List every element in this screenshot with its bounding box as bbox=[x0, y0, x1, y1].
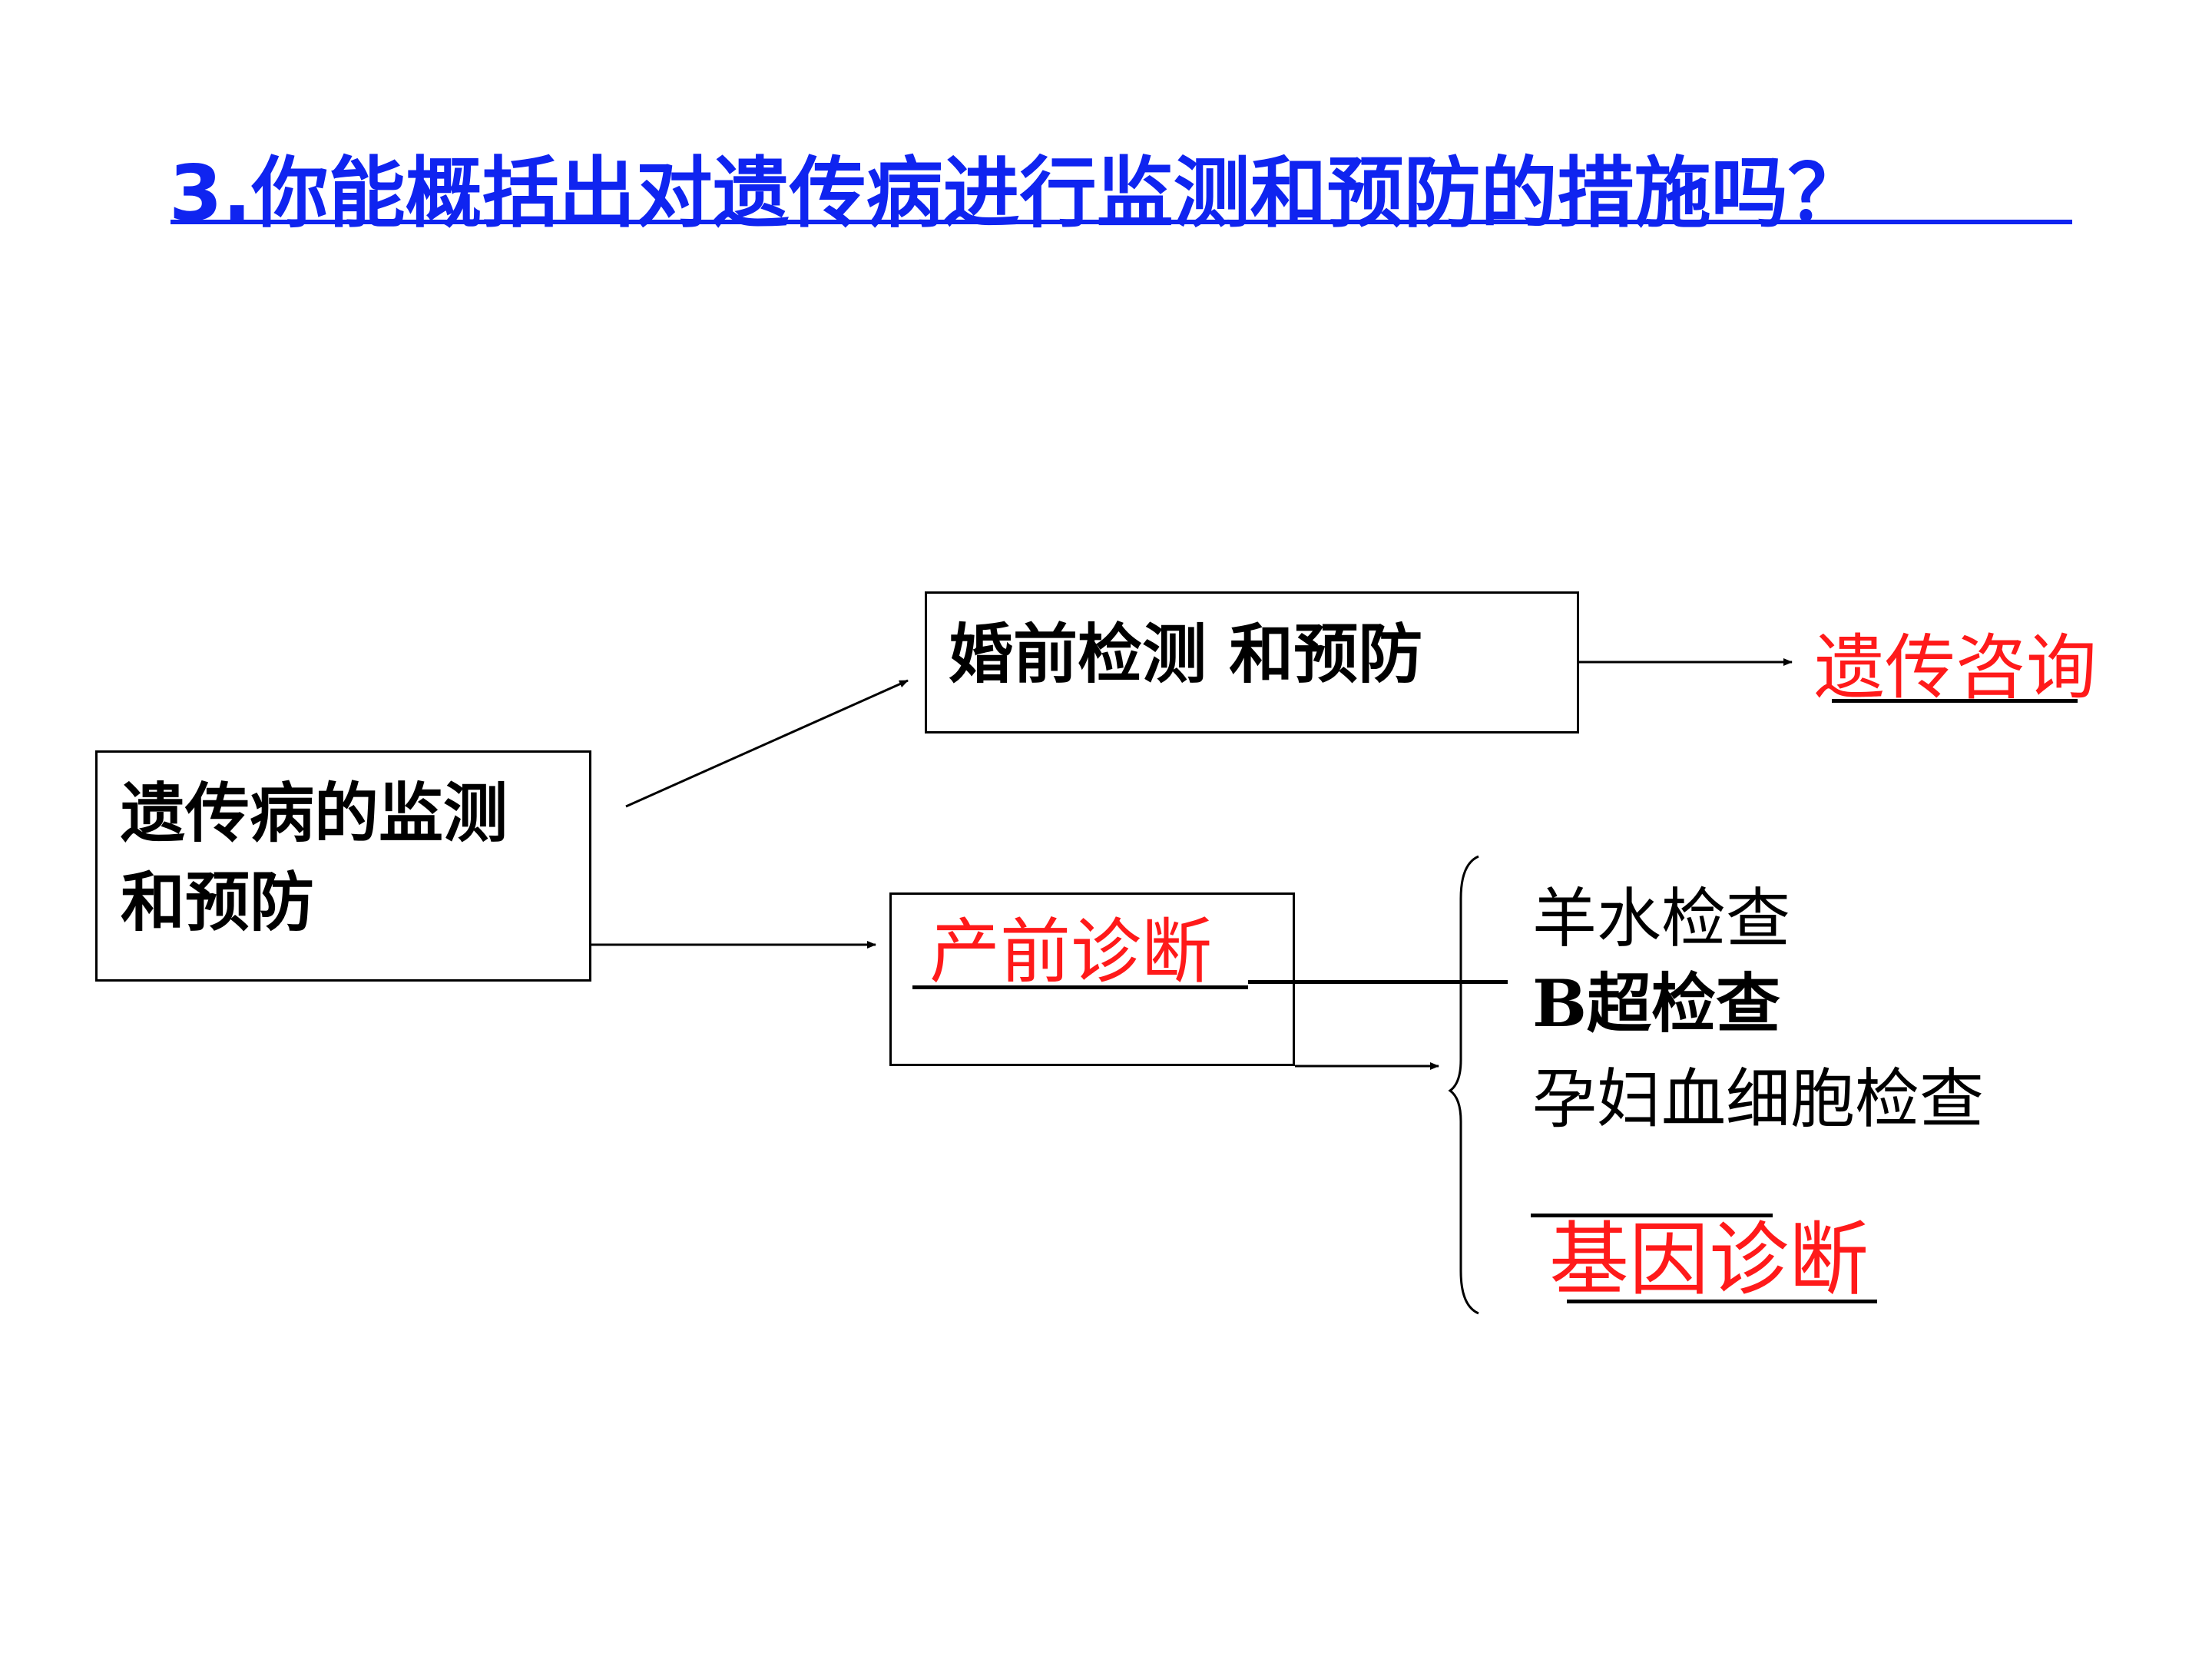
answer-prenatal: 基因诊断 bbox=[1549, 1213, 1869, 1306]
method-maternal-blood-cells: 孕妇血细胞检查 bbox=[1532, 1061, 1985, 1137]
root-box bbox=[95, 750, 591, 982]
root-label-line2: 和预防 bbox=[121, 864, 315, 940]
premarital-box bbox=[925, 591, 1579, 733]
premarital-label: 婚前检测 和预防 bbox=[949, 616, 1423, 692]
answer-prenatal-blank-top bbox=[1531, 1214, 1773, 1217]
method-b-ultrasound: B超检查 bbox=[1532, 965, 1780, 1041]
root-label-line1: 遗传病的监测 bbox=[121, 775, 508, 851]
method-amniotic-fluid: 羊水检查 bbox=[1532, 881, 1791, 956]
answer-premarital-blank bbox=[1832, 699, 2078, 703]
title-underline bbox=[171, 220, 2072, 224]
answer-prenatal-blank bbox=[1567, 1300, 1877, 1303]
answer-premarital: 遗传咨询 bbox=[1814, 627, 2098, 709]
prenatal-label: 产前诊断 bbox=[929, 911, 1213, 993]
prenatal-connector-rule bbox=[1248, 980, 1508, 984]
arrow-root-to-premarital bbox=[625, 679, 909, 808]
prenatal-box bbox=[889, 892, 1295, 1066]
brace bbox=[1448, 855, 1479, 1315]
prenatal-blank bbox=[912, 985, 1248, 989]
